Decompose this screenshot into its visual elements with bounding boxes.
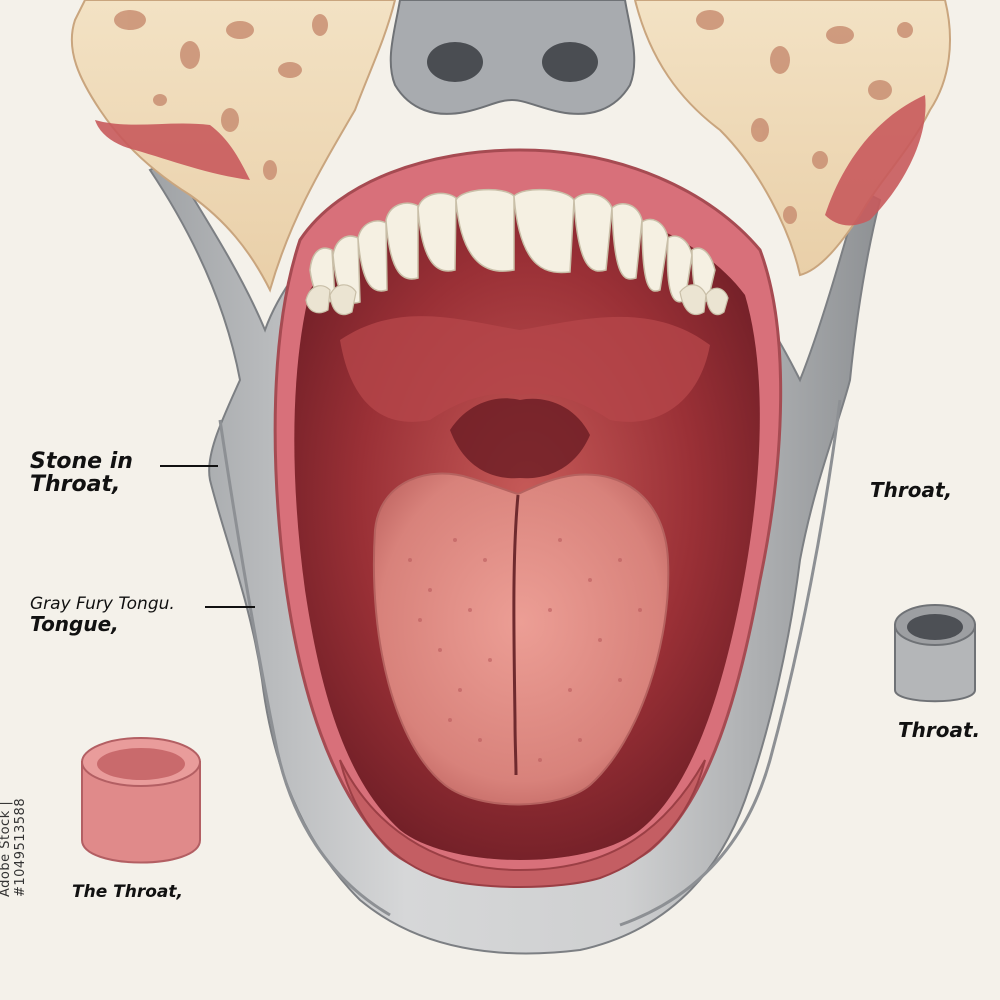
label-the-throat: The Throat, [72, 882, 183, 902]
lower-gum [339, 759, 706, 888]
throat-opening [450, 398, 590, 479]
muscle-patch-right [825, 95, 926, 226]
tongue-median-groove [512, 494, 520, 776]
label-gray-fury-tongue: Gray Fury Tongu. Tongue, [30, 594, 175, 636]
nose [389, 0, 636, 115]
lower-back-teeth [305, 284, 729, 316]
label-throat-right: Throat, [870, 478, 953, 502]
tongue-papillae [408, 538, 642, 762]
label-stone-in-throat: Stone in Throat, [30, 450, 133, 496]
label-stone-line1: Stone in [30, 449, 133, 474]
skull-bone-right [633, 0, 951, 277]
soft-palate [340, 316, 710, 422]
nostril-left [427, 42, 483, 82]
label-stone-line2: Throat, [30, 472, 121, 498]
gray-cylinder-icon [894, 604, 976, 703]
pink-cylinder-icon [81, 737, 201, 864]
muscle-patch-left [95, 120, 250, 180]
stock-credit: Adobe Stock | #1049513588 [0, 797, 28, 897]
bone-pores [114, 10, 913, 224]
label-gray-line2: Tongue, [30, 611, 119, 636]
nostril-right [542, 42, 598, 82]
label-throat-right-lower: Throat. [898, 718, 981, 742]
skull-bone-left [70, 0, 397, 293]
label-gray-line1: Gray Fury Tongu. [30, 594, 175, 614]
gray-fold-lines [218, 399, 842, 927]
tongue [372, 472, 670, 806]
